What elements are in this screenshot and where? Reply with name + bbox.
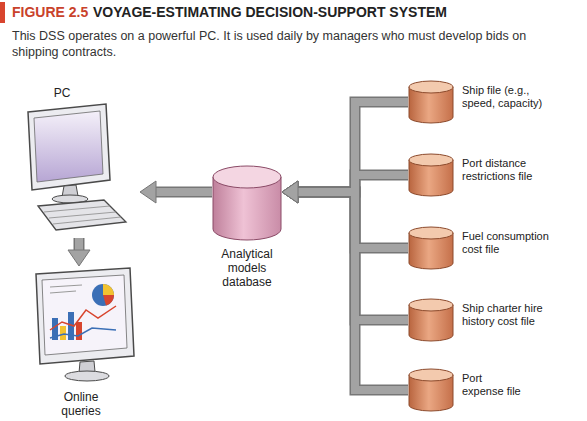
flow-arrow: [68, 238, 90, 266]
cylinder-top: [409, 154, 453, 166]
connector-outline: [297, 192, 408, 390]
keyboard-row: [53, 217, 121, 224]
connector-outlines: [79, 102, 408, 390]
figure-title: VOYAGE-ESTIMATING DECISION-SUPPORT SYSTE…: [93, 4, 447, 21]
database-cylinder: [212, 165, 282, 241]
pie-slice: [103, 284, 114, 295]
monitor-bezel: [28, 104, 110, 190]
flow-arrow: [282, 102, 408, 203]
keyboard-row: [44, 206, 110, 212]
file-cylinder: [408, 298, 454, 342]
monitor-bezel: [36, 268, 134, 364]
data-file: Fuel consumption cost file: [408, 226, 583, 270]
keyboard: [38, 200, 126, 230]
flow-arrow: [282, 181, 408, 390]
connectors: [68, 102, 408, 390]
figure-caption: This DSS operates on a powerful PC. It i…: [12, 28, 542, 60]
data-file: Ship file (e.g., speed, capacity): [408, 80, 583, 124]
pie-slice: [103, 295, 114, 306]
flow-arrow: [140, 181, 212, 203]
keyboard-row: [49, 212, 116, 218]
line-series: [50, 306, 116, 330]
cylinder-top: [409, 299, 453, 311]
bar: [60, 326, 66, 340]
file-label: Port expense file: [462, 372, 523, 398]
cylinder-top: [213, 166, 281, 188]
connector-shaft: [155, 188, 212, 196]
pc-node: PC: [18, 86, 140, 238]
pc-label: PC: [42, 86, 82, 100]
file-cylinder: [408, 153, 454, 197]
cylinder-top: [409, 227, 453, 239]
database-label: Analytical models database: [203, 247, 291, 289]
arrow-head: [282, 181, 298, 203]
arrow-head: [282, 181, 298, 203]
pc-illustration: [28, 104, 126, 230]
data-file: Port expense file: [408, 368, 583, 412]
file-cylinder: [408, 368, 454, 412]
connector-outline: [297, 102, 408, 192]
connector-shaft: [75, 238, 83, 251]
arrow-head: [282, 181, 298, 203]
arrow-head: [282, 181, 298, 203]
pie-chart: [92, 284, 114, 306]
connector-outline: [74, 238, 85, 251]
line-series: [50, 328, 116, 338]
data-file: Ship charter hire history cost file: [408, 298, 583, 342]
figure-number: FIGURE 2.5: [12, 4, 88, 21]
data-file: Port distance restrictions file: [408, 153, 583, 197]
monitor-base: [65, 371, 109, 381]
flow-arrow: [282, 181, 408, 320]
query-monitor-illustration: [36, 268, 134, 381]
arrow-head: [140, 181, 156, 203]
connector-outline: [155, 187, 212, 198]
title-bar: [0, 2, 5, 23]
file-cylinder: [408, 80, 454, 124]
screen-text-line: [50, 285, 82, 287]
file-label: Port distance restrictions file: [462, 157, 562, 183]
file-label: Fuel consumption cost file: [462, 230, 562, 256]
arrow-head: [282, 181, 298, 203]
monitor-screen: [42, 275, 127, 355]
file-label: Ship charter hire history cost file: [462, 302, 562, 328]
cylinder-top: [409, 369, 453, 381]
file-label: Ship file (e.g., speed, capacity): [462, 84, 562, 110]
bar: [76, 322, 82, 340]
arrow-head: [68, 250, 90, 266]
file-cylinder: [408, 226, 454, 270]
screen-text-line: [50, 291, 76, 293]
monitor-screen: [34, 111, 103, 182]
connector-shaft: [297, 192, 408, 390]
database-node: Analytical models database: [212, 165, 282, 293]
connector-shaft: [297, 102, 408, 192]
queries-label: Online queries: [50, 390, 112, 418]
online-queries-node: Online queries: [28, 266, 143, 418]
cylinder-top: [409, 81, 453, 93]
